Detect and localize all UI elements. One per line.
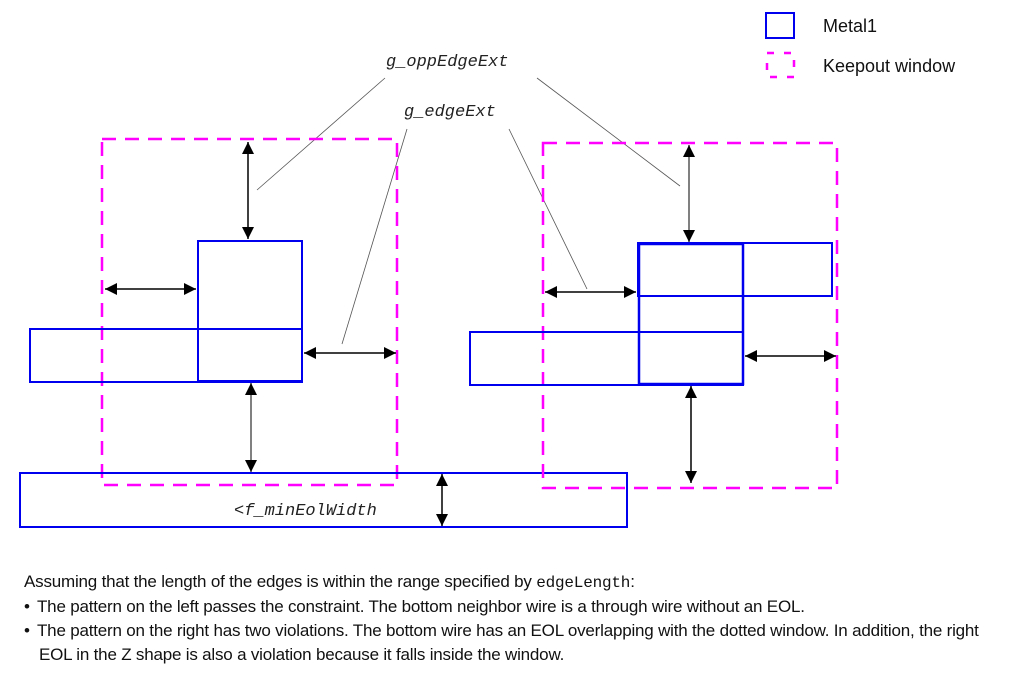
bullet-dot-icon: • — [24, 621, 30, 640]
right-metal-bottom-horizontal — [469, 331, 744, 386]
left-metal-horizontal — [29, 328, 303, 383]
legend-label-metal1: Metal1 — [823, 16, 877, 36]
label-opp-edge-ext: g_oppEdgeExt — [386, 53, 508, 72]
left-pattern — [19, 137, 628, 528]
right-keepout-window — [541, 141, 839, 490]
label-min-eol-width: <f_minEolWidth — [234, 502, 377, 521]
left-metal-vertical — [197, 240, 303, 382]
caption-bullet-2: • The pattern on the right has two violat… — [24, 619, 1004, 667]
legend-label-keepout: Keepout window — [823, 56, 956, 76]
keepout-swatch-icon — [765, 51, 796, 79]
right-pattern — [469, 141, 839, 490]
caption: Assuming that the length of the edges is… — [24, 570, 1004, 667]
caption-bullet-1: • The pattern on the left passes the cons… — [24, 595, 1004, 619]
right-metal-vertical — [637, 242, 745, 386]
bullet-dot-icon: • — [24, 597, 30, 616]
leader-opp-edge-ext-left — [256, 77, 386, 191]
caption-bullet-text: The pattern on the left passes the const… — [37, 597, 805, 616]
leader-opp-edge-ext-right — [536, 77, 681, 187]
metal1-swatch-icon — [765, 12, 795, 39]
caption-intro: Assuming that the length of the edges is… — [24, 570, 1004, 595]
caption-intro-suffix: : — [630, 572, 635, 591]
leader-edge-ext-left — [341, 128, 408, 345]
label-edge-ext: g_edgeExt — [404, 103, 496, 122]
legend: Metal1 Keepout window — [765, 12, 956, 79]
caption-intro-prefix: Assuming that the length of the edges is… — [24, 572, 537, 591]
leader-edge-ext-right — [508, 128, 588, 290]
bottom-through-wire — [19, 472, 628, 528]
left-keepout-window — [100, 137, 399, 487]
right-metal-top-horizontal — [637, 242, 833, 297]
caption-bullet-text: The pattern on the right has two violati… — [37, 621, 979, 664]
caption-intro-code: edgeLength — [536, 574, 631, 592]
leader-lines — [256, 77, 681, 345]
